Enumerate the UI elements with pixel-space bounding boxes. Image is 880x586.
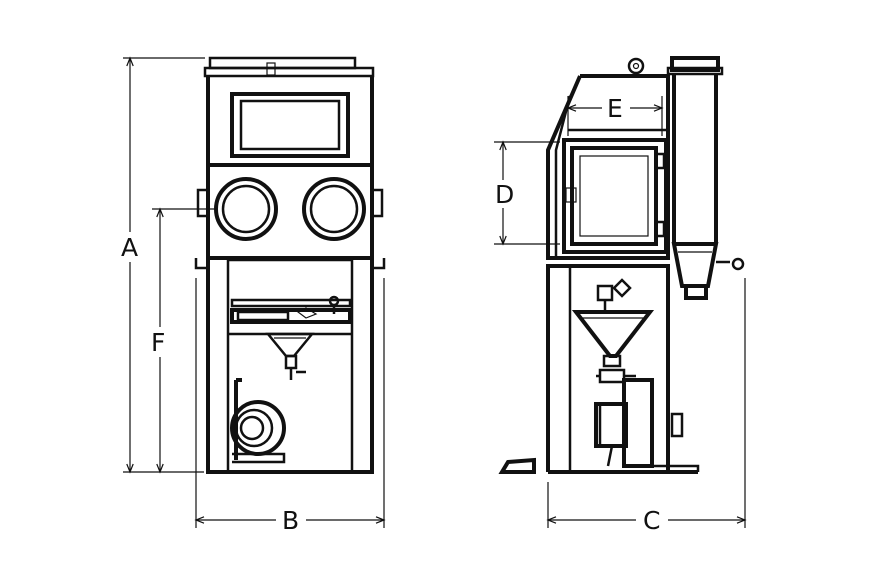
right-glove-port-outer — [302, 177, 366, 241]
dim-A-label: A — [121, 233, 138, 262]
lifting-eye — [627, 57, 645, 75]
side-door-hinge-top — [654, 152, 666, 170]
front-shelf — [230, 298, 352, 308]
side-base-foot — [650, 464, 700, 472]
collector-tube — [672, 74, 718, 244]
dim-D-label: D — [495, 180, 514, 209]
foot-pedal — [498, 457, 536, 474]
side-view — [498, 56, 745, 474]
front-view-window-glass — [239, 99, 341, 151]
right-hinge-tab — [372, 258, 386, 270]
front-blower-base — [232, 452, 286, 464]
left-hinge-tab — [194, 258, 208, 270]
collector-cone — [671, 242, 719, 288]
front-hopper-outlet — [289, 368, 306, 380]
front-blower-housing — [234, 378, 242, 460]
dim-C-label: C — [643, 506, 660, 535]
side-sloped-inner — [554, 95, 572, 258]
side-door-glass — [579, 155, 649, 237]
right-latch — [370, 188, 384, 218]
front-shelf-bar — [230, 308, 352, 324]
dim-E-label: E — [607, 94, 623, 123]
front-view-window-frame — [230, 92, 350, 158]
side-motor-terminal — [670, 412, 684, 438]
left-latch — [196, 188, 210, 218]
collector-clamp-knob — [731, 257, 745, 271]
side-motor-housing — [622, 378, 654, 468]
left-glove-port-inner — [221, 184, 271, 234]
side-regulator-gauge — [612, 278, 632, 298]
front-top-lid — [208, 56, 357, 70]
side-door-frame — [562, 138, 668, 254]
side-lower-top — [546, 256, 670, 268]
front-upper-housing — [206, 76, 374, 165]
dim-B-label: B — [282, 506, 299, 535]
collector-rim — [666, 66, 724, 76]
side-hopper-valve — [602, 354, 622, 368]
front-hopper — [265, 332, 315, 358]
collector-cap — [670, 56, 720, 72]
front-lower-cabinet — [206, 258, 374, 474]
front-shelf-fitting — [296, 307, 318, 319]
side-regulator — [596, 284, 614, 302]
right-glove-port-inner — [309, 184, 359, 234]
front-mid-panel — [206, 163, 374, 260]
side-lower-cabinet — [546, 266, 670, 472]
side-door-window — [570, 146, 658, 246]
front-shelf-slot — [236, 310, 290, 322]
front-top-knob — [266, 62, 276, 76]
front-hopper-valve — [284, 354, 298, 370]
front-inner-frame — [226, 258, 354, 472]
side-door-hinge-bottom — [654, 220, 666, 238]
side-door-handle — [565, 187, 577, 203]
front-blower-inner — [239, 415, 265, 441]
left-glove-port-outer — [214, 177, 278, 241]
front-top-rim — [203, 66, 375, 78]
dim-F-label: F — [151, 328, 165, 357]
dimension-lines: A F B C D E — [121, 56, 747, 535]
front-blower-mid — [234, 408, 274, 448]
lifting-eye-hole — [632, 62, 640, 70]
front-view — [194, 56, 386, 474]
side-motor-detail — [598, 404, 614, 467]
collector-outlet — [684, 284, 708, 300]
